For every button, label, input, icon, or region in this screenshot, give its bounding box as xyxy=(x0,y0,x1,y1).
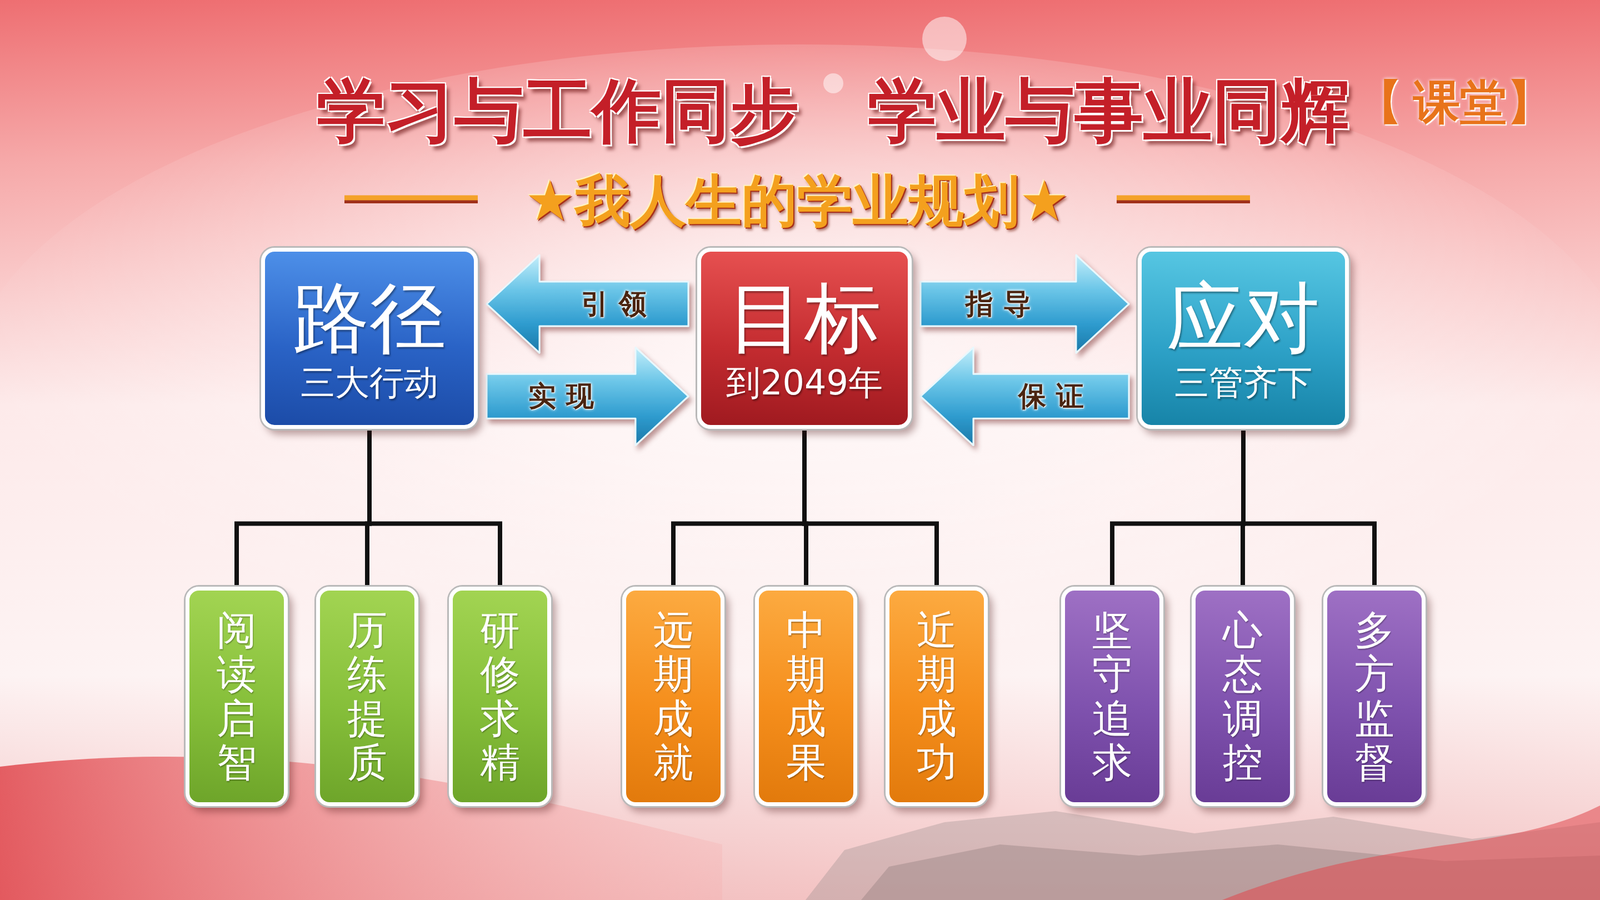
light-spot xyxy=(922,16,967,62)
sub-box: 中期成果 xyxy=(755,586,858,807)
sub-box: 远期成就 xyxy=(622,586,725,807)
rule-line xyxy=(1116,195,1250,201)
red-wave xyxy=(1222,805,1600,900)
main-box: 目标到2049年 xyxy=(697,247,912,429)
arrow-label: 保 证 xyxy=(1018,377,1084,415)
box-column-text: 心态调控 xyxy=(1222,608,1263,785)
badge-text: 【 xyxy=(1355,71,1403,135)
arrow-label: 指 导 xyxy=(965,285,1031,323)
box-column-text: 远期成就 xyxy=(653,608,694,785)
rule-shadow xyxy=(344,196,478,204)
arrow-label: 引 领 xyxy=(581,285,647,323)
tree-connector xyxy=(1243,428,1375,587)
tree-connector xyxy=(673,428,805,587)
diagram-title: 学习与工作同步 学业与事业同辉 xyxy=(316,65,1350,159)
box-column-text: 多方监督 xyxy=(1354,608,1395,785)
arrow-label: 实 现 xyxy=(528,377,594,415)
subtitle-text: ★我人生的学业规划★ xyxy=(525,164,1069,240)
main-box: 路径三大行动 xyxy=(261,247,478,429)
sub-box: 坚守追求 xyxy=(1061,586,1164,807)
guide-arrow xyxy=(486,347,689,445)
tree-connector xyxy=(236,428,370,587)
guide-arrow xyxy=(920,347,1129,445)
tree-connector xyxy=(369,428,500,587)
tree-connector xyxy=(804,428,937,587)
box-subheading: 三大行动 xyxy=(300,362,439,403)
sub-box: 阅读启智 xyxy=(185,586,288,807)
sub-box: 多方监督 xyxy=(1323,586,1426,807)
box-column-text: 坚守追求 xyxy=(1092,608,1133,785)
tree-connector xyxy=(1112,428,1244,587)
box-column-text: 中期成果 xyxy=(786,608,827,785)
sub-box: 研修求精 xyxy=(448,586,552,807)
box-heading: 路径 xyxy=(292,274,447,363)
box-subheading: 三管齐下 xyxy=(1174,362,1313,403)
sub-box: 心态调控 xyxy=(1191,586,1294,807)
sub-box: 近期成功 xyxy=(885,586,988,807)
box-column-text: 研修求精 xyxy=(480,608,520,785)
main-box: 应对三管齐下 xyxy=(1137,247,1349,429)
rule-shadow xyxy=(1116,196,1250,204)
box-column-text: 阅读启智 xyxy=(216,608,257,785)
guide-arrow xyxy=(920,255,1129,353)
rule-line xyxy=(344,195,478,201)
guide-arrow xyxy=(486,255,689,353)
box-heading: 目标 xyxy=(727,274,882,363)
box-column-text: 近期成功 xyxy=(916,608,957,785)
box-heading: 应对 xyxy=(1166,274,1320,363)
box-column-text: 历练提质 xyxy=(347,608,388,785)
sub-box: 历练提质 xyxy=(316,586,419,807)
badge-text: 课堂】 xyxy=(1413,71,1554,135)
box-subheading: 到2049年 xyxy=(726,362,883,403)
